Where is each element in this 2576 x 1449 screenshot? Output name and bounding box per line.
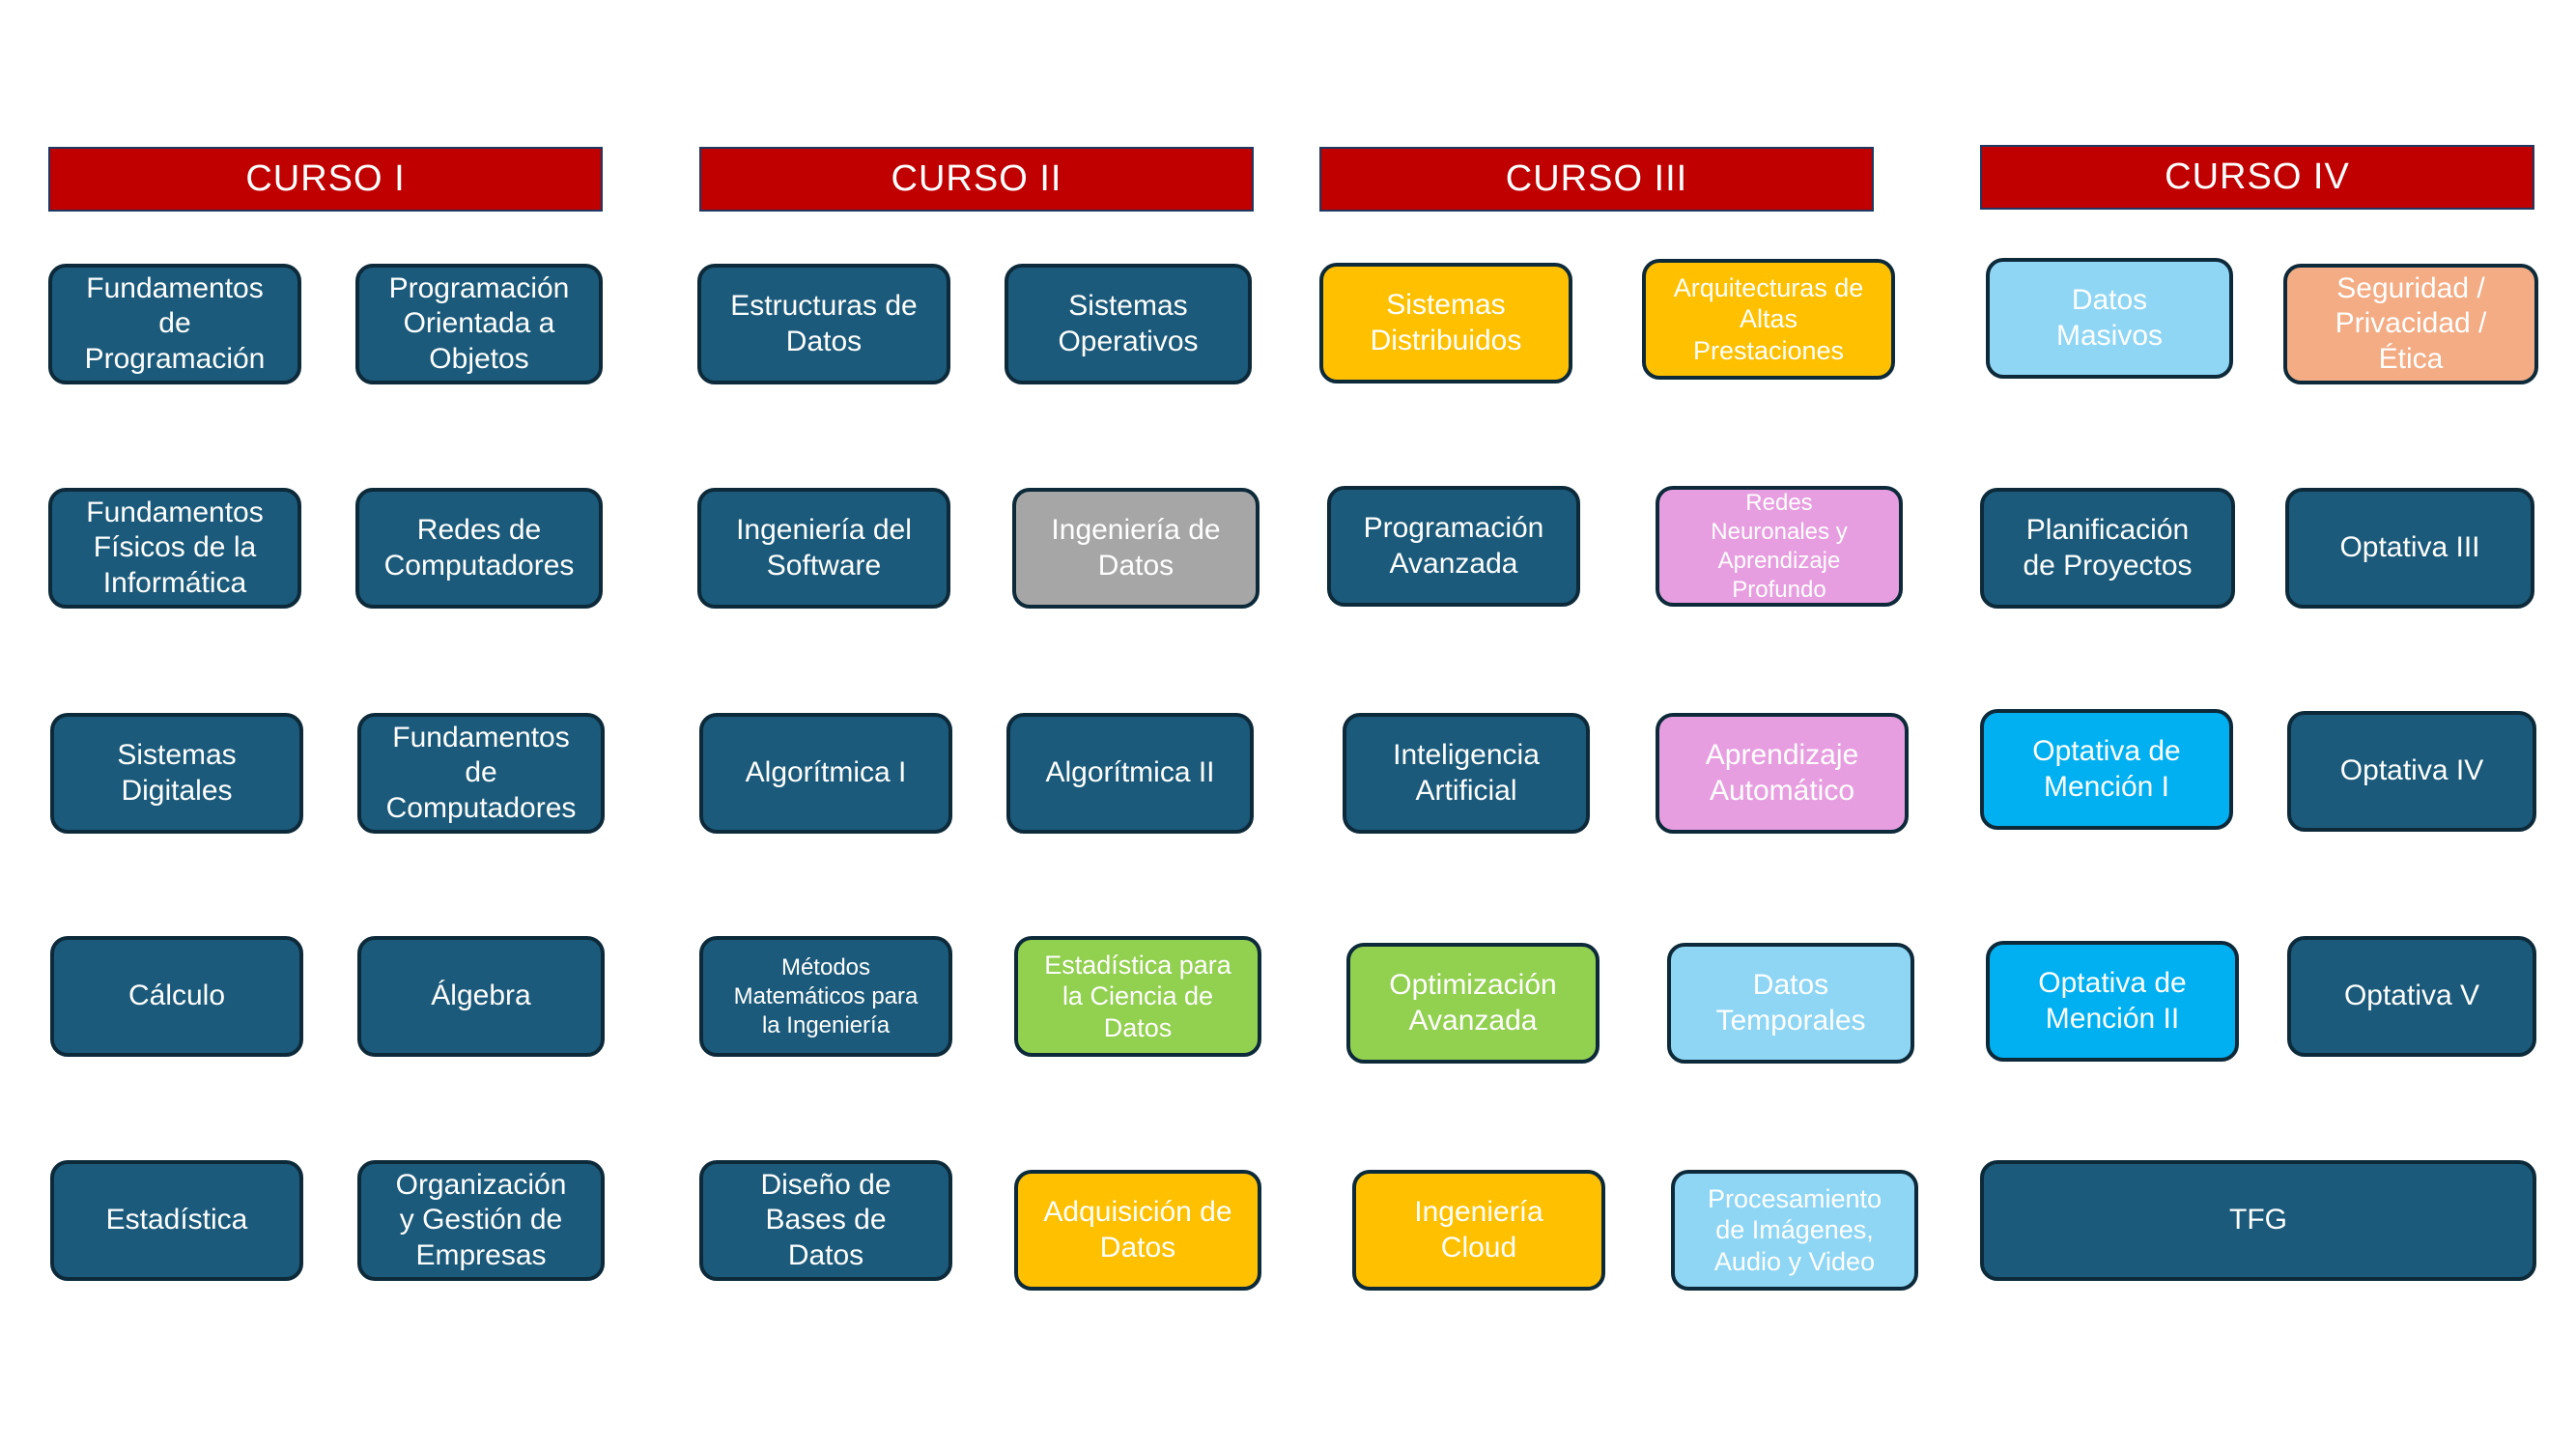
course-fundamentos-programacion: Fundamentos de Programación — [48, 264, 301, 384]
course-programacion-orientada-objetos: Programación Orientada a Objetos — [355, 264, 603, 384]
course-ingenieria-cloud: Ingeniería Cloud — [1352, 1170, 1605, 1291]
course-ingenieria-datos: Ingeniería de Datos — [1012, 488, 1260, 609]
course-tfg: TFG — [1980, 1160, 2536, 1281]
course-algoritmica-1: Algorítmica I — [699, 713, 952, 834]
course-sistemas-digitales: Sistemas Digitales — [50, 713, 303, 834]
course-optativa-3: Optativa III — [2285, 488, 2534, 609]
course-algoritmica-2: Algorítmica II — [1006, 713, 1254, 834]
course-seguridad-privacidad-etica: Seguridad / Privacidad / Ética — [2283, 264, 2538, 384]
course-redes-neuronales: Redes Neuronales y Aprendizaje Profundo — [1656, 486, 1903, 607]
course-redes-computadores: Redes de Computadores — [355, 488, 603, 609]
course-procesamiento-imagenes: Procesamiento de Imágenes, Audio y Video — [1671, 1170, 1918, 1291]
course-estructuras-datos: Estructuras de Datos — [697, 264, 950, 384]
course-fundamentos-fisicos: Fundamentos Físicos de la Informática — [48, 488, 301, 609]
course-optativa-mencion-1: Optativa de Mención I — [1980, 709, 2233, 830]
course-ingenieria-software: Ingeniería del Software — [697, 488, 950, 609]
course-aprendizaje-automatico: Aprendizaje Automático — [1656, 713, 1909, 834]
header-curso-1: CURSO I — [48, 147, 603, 212]
course-algebra: Álgebra — [357, 936, 605, 1057]
course-estadistica: Estadística — [50, 1160, 303, 1281]
course-arquitecturas-altas-prestaciones: Arquitecturas de Altas Prestaciones — [1642, 259, 1895, 380]
course-organizacion-gestion-empresas: Organización y Gestión de Empresas — [357, 1160, 605, 1281]
course-sistemas-operativos: Sistemas Operativos — [1005, 264, 1252, 384]
course-datos-masivos: Datos Masivos — [1986, 258, 2233, 379]
course-optativa-5: Optativa V — [2287, 936, 2536, 1057]
course-estadistica-ciencia-datos: Estadística para la Ciencia de Datos — [1014, 936, 1261, 1057]
course-optativa-mencion-2: Optativa de Mención II — [1986, 941, 2239, 1062]
course-planificacion-proyectos: Planificación de Proyectos — [1980, 488, 2235, 609]
course-diseno-bases-datos: Diseño de Bases de Datos — [699, 1160, 952, 1281]
course-inteligencia-artificial: Inteligencia Artificial — [1343, 713, 1590, 834]
course-optativa-4: Optativa IV — [2287, 711, 2536, 832]
header-curso-3: CURSO III — [1319, 147, 1874, 212]
course-metodos-matematicos: Métodos Matemáticos para la Ingeniería — [699, 936, 952, 1057]
course-sistemas-distribuidos: Sistemas Distribuidos — [1319, 263, 1572, 384]
course-programacion-avanzada: Programación Avanzada — [1327, 486, 1580, 607]
header-curso-2: CURSO II — [699, 147, 1254, 212]
course-adquisicion-datos: Adquisición de Datos — [1014, 1170, 1261, 1291]
header-curso-4: CURSO IV — [1980, 145, 2534, 210]
course-calculo: Cálculo — [50, 936, 303, 1057]
course-optimizacion-avanzada: Optimización Avanzada — [1346, 943, 1599, 1064]
course-datos-temporales: Datos Temporales — [1667, 943, 1914, 1064]
course-fundamentos-computadores: Fundamentos de Computadores — [357, 713, 605, 834]
